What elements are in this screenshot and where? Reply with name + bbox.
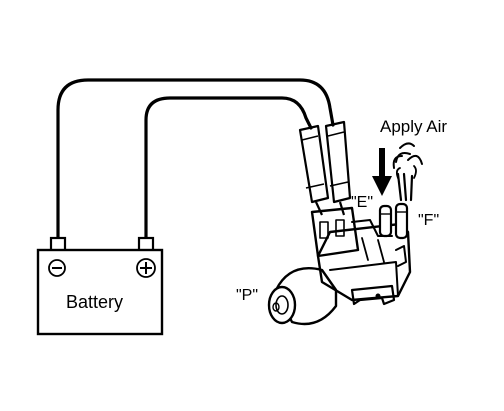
port-p-cylinder [267, 267, 338, 326]
wire-positive [144, 96, 313, 240]
port-f-nipple [394, 202, 409, 240]
wire-negative [56, 78, 335, 240]
battery-body [36, 248, 164, 336]
negative-terminal-symbol [48, 259, 66, 277]
probe-lead-right [324, 120, 352, 216]
air-exhaust-puffs [392, 142, 423, 202]
port-e-label: "E" [351, 194, 373, 211]
port-f-label: "F" [418, 212, 439, 229]
probe-lead-left [298, 124, 330, 216]
positive-terminal-symbol [136, 258, 156, 278]
vsv-valve [310, 202, 412, 306]
apply-air-label: Apply Air [380, 117, 447, 136]
port-p-label: "P" [236, 287, 258, 304]
battery-label: Battery [66, 292, 123, 312]
air-flow-arrow [372, 148, 392, 196]
battery: Battery [36, 236, 164, 336]
port-e-nipple [378, 204, 393, 238]
